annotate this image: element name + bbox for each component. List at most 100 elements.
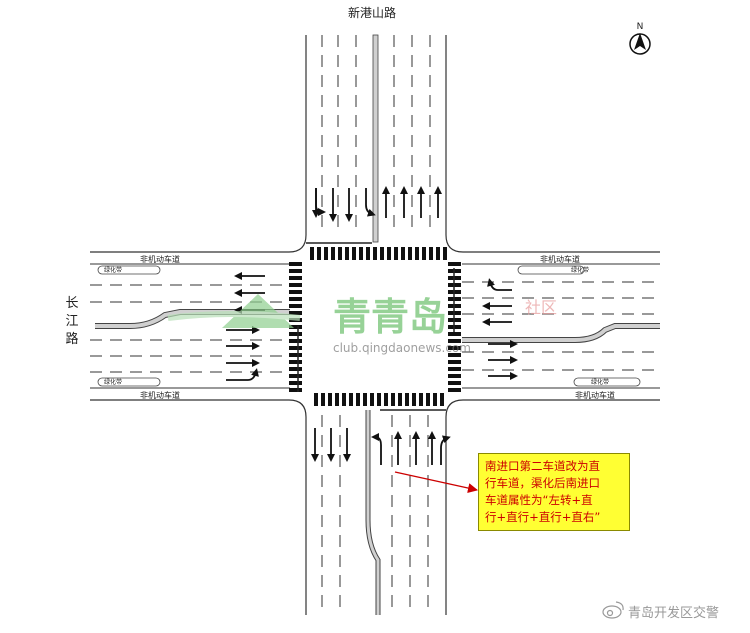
crosswalk-stripe-east (448, 332, 461, 336)
crosswalk-stripe-north (436, 247, 440, 260)
crosswalk-stripe-west (289, 353, 302, 357)
crosswalk-stripe-north (310, 247, 314, 260)
crosswalk-stripe-west (289, 381, 302, 385)
watermark-tag: 社区 (525, 298, 557, 317)
watermark: 青青岛 社区 club.qingdaonews.com (167, 294, 557, 355)
nonmotor-label-nw: 非机动车道 (140, 254, 180, 264)
crosswalk-stripe-north (429, 247, 433, 260)
greenbelt-label-sw: 绿化带 (104, 378, 122, 386)
crosswalk-stripe-north (324, 247, 328, 260)
compass-letter: N (637, 22, 644, 32)
callout-line-2: 行车道，渠化后南进口 (485, 476, 600, 490)
crosswalk-stripe-north (373, 247, 377, 260)
callout-line-3: 车道属性为“左转+直 (485, 493, 593, 507)
crosswalk-stripe-south (314, 393, 318, 406)
crosswalk-stripe-south (377, 393, 381, 406)
north-median (372, 34, 379, 243)
crosswalk-stripe-west (289, 346, 302, 350)
crosswalk-stripe-north (422, 247, 426, 260)
crosswalk-stripe-south (391, 393, 395, 406)
crosswalk-stripe-north (352, 247, 356, 260)
crosswalk-stripe-east (448, 360, 461, 364)
crosswalk-stripe-south (328, 393, 332, 406)
crosswalk-stripe-north (380, 247, 384, 260)
crosswalk-stripe-north (401, 247, 405, 260)
watermark-logo-icon (222, 294, 294, 328)
crosswalk-stripe-north (408, 247, 412, 260)
crosswalk-stripe-west (289, 374, 302, 378)
crosswalk-stripe-north (387, 247, 391, 260)
crosswalk-stripe-west (289, 388, 302, 392)
south-approach-lanes (321, 415, 429, 615)
crosswalk-stripe-south (433, 393, 437, 406)
crosswalk-stripe-south (335, 393, 339, 406)
crosswalk-stripe-west (289, 339, 302, 343)
east-median (462, 323, 660, 343)
north-approach-lanes (321, 35, 431, 235)
north-road-name: 新港山路 (348, 5, 396, 20)
crosswalk-stripe-south (370, 393, 374, 406)
crosswalk-stripe-east (448, 353, 461, 357)
crosswalk-stripe-north (345, 247, 349, 260)
watermark-url: club.qingdaonews.com (333, 341, 471, 355)
crosswalk-stripe-north (359, 247, 363, 260)
crosswalk-stripe-west (289, 269, 302, 273)
crosswalk-stripe-west (289, 360, 302, 364)
greenbelt-label-ne: 绿化带 (571, 266, 589, 274)
crosswalk-stripe-north (415, 247, 419, 260)
west-road-name-2: 江 (65, 314, 78, 329)
crosswalk-stripe-south (321, 393, 325, 406)
north-arrow-right (365, 188, 376, 217)
weibo-source: 青岛开发区交警 (602, 601, 719, 621)
crosswalk-stripe-east (448, 374, 461, 378)
crosswalk-stripe-north (394, 247, 398, 260)
crosswalk-stripe-south (398, 393, 402, 406)
north-arrow-icon: N (629, 22, 651, 55)
crosswalk-stripe-east (448, 367, 461, 371)
green-belts (97, 265, 641, 387)
crosswalk-stripe-south (440, 393, 444, 406)
crosswalk-stripe-south (405, 393, 409, 406)
west-road-name-3: 路 (65, 331, 78, 347)
crosswalk-stripe-west (289, 367, 302, 371)
crosswalk-stripe-north (338, 247, 342, 260)
crosswalk-stripe-east (448, 381, 461, 385)
crosswalk-stripe-west (289, 325, 302, 329)
nonmotor-label-sw: 非机动车道 (140, 390, 180, 400)
greenbelt-label-nw: 绿化带 (104, 266, 122, 274)
crosswalk-stripe-south (384, 393, 388, 406)
nonmotor-label-ne: 非机动车道 (540, 254, 580, 264)
greenbelt-label-se: 绿化带 (591, 378, 609, 386)
south-arrow-straight-right (440, 435, 451, 465)
east-arrow-left (487, 278, 512, 291)
crosswalk-stripe-south (426, 393, 430, 406)
crosswalk-stripe-west (289, 311, 302, 315)
stop-lines (297, 242, 455, 411)
crosswalk-stripe-east (448, 388, 461, 392)
callout-pointer (394, 471, 478, 493)
crosswalk-stripe-east (448, 346, 461, 350)
crosswalk-stripe-north (366, 247, 370, 260)
nonmotor-label-se: 非机动车道 (575, 390, 615, 400)
weibo-account-name: 青岛开发区交警 (628, 605, 719, 621)
crosswalk-stripe-south (419, 393, 423, 406)
crosswalk-stripe-south (349, 393, 353, 406)
weibo-icon (602, 601, 624, 619)
crosswalk-stripe-east (448, 262, 461, 266)
south-arrow-left (371, 433, 382, 465)
watermark-brand: 青青岛 (333, 295, 447, 339)
crosswalk-stripe-west (289, 290, 302, 294)
crosswalk-stripe-east (448, 339, 461, 343)
crosswalk-stripe-south (356, 393, 360, 406)
crosswalk-stripe-west (289, 297, 302, 301)
west-road-name-1: 长 (65, 296, 78, 311)
road-edges (90, 35, 660, 615)
crosswalk-stripe-south (342, 393, 346, 406)
crosswalk-stripe-west (289, 304, 302, 308)
crosswalk-stripe-north (317, 247, 321, 260)
west-arrow-left (226, 368, 259, 381)
callout-line-1: 南进口第二车道改为直 (485, 459, 600, 473)
callout-line-4: 行+直行+直行+直右” (485, 510, 601, 524)
crosswalk-stripe-south (363, 393, 367, 406)
